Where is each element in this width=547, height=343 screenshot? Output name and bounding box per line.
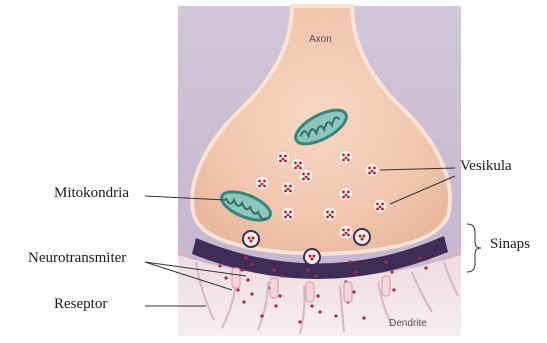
vesicle (339, 225, 353, 239)
neurotransmitter-dot (298, 320, 301, 323)
neurotransmitter-dot (236, 288, 239, 291)
neurotransmitter-dot (246, 278, 249, 281)
vesicle (255, 176, 269, 190)
neurotransmitter-dot (316, 294, 319, 297)
axon-label: Axon (309, 34, 332, 45)
neurotransmitter-dot (274, 304, 277, 307)
neurotransmitter-dot (314, 274, 317, 277)
docked-vesicle (304, 249, 320, 265)
dendrite-label: Dendrite (389, 318, 427, 329)
neurotransmitter-dot (384, 260, 387, 263)
neurotransmitter-dot (354, 270, 357, 273)
neurotransmitter-label: Neurotransmiter (28, 250, 126, 267)
vesicle (281, 207, 295, 221)
neurotransmitter-dot (272, 268, 275, 271)
vesicle-label: Vesikula (460, 158, 512, 175)
neurotransmitter-dot (318, 310, 321, 313)
vesicle (339, 187, 353, 201)
neurotransmitter-dot (218, 264, 221, 267)
neurotransmitter-dot (334, 314, 337, 317)
receptor-label: Reseptor (54, 296, 107, 313)
neurotransmitter-dot (418, 256, 421, 259)
vesicle (323, 207, 337, 221)
neurotransmitter-dot (352, 290, 355, 293)
neurotransmitter-dot (390, 270, 393, 273)
neurotransmitter-dot (306, 268, 309, 271)
vesicle (276, 151, 290, 165)
vesicle (281, 181, 295, 195)
neurotransmitter-dot (424, 266, 427, 269)
vesicle (339, 150, 353, 164)
neurotransmitter-dot (244, 256, 247, 259)
vesicle (373, 199, 387, 213)
docked-vesicle (354, 229, 370, 245)
neurotransmitter-dot (348, 260, 351, 263)
neurotransmitter-dot (280, 274, 283, 277)
docked-vesicle (243, 231, 259, 247)
neurotransmitter-dot (362, 316, 365, 319)
synapse-label: Sinaps (490, 236, 530, 253)
neurotransmitter-dot (240, 268, 243, 271)
neurotransmitter-dot (242, 300, 245, 303)
neurotransmitter-dot (250, 292, 253, 295)
vesicle (365, 163, 379, 177)
neurotransmitter-dot (310, 304, 313, 307)
synapse-bracket (467, 224, 481, 272)
neurotransmitter-dot (250, 262, 253, 265)
vesicle (299, 169, 313, 183)
neurotransmitter-dot (278, 294, 281, 297)
neurotransmitter-dot (392, 288, 395, 291)
mitochondria-label: Mitokondria (54, 185, 129, 202)
neurotransmitter-dot (224, 276, 227, 279)
neurotransmitter-dot (260, 314, 263, 317)
